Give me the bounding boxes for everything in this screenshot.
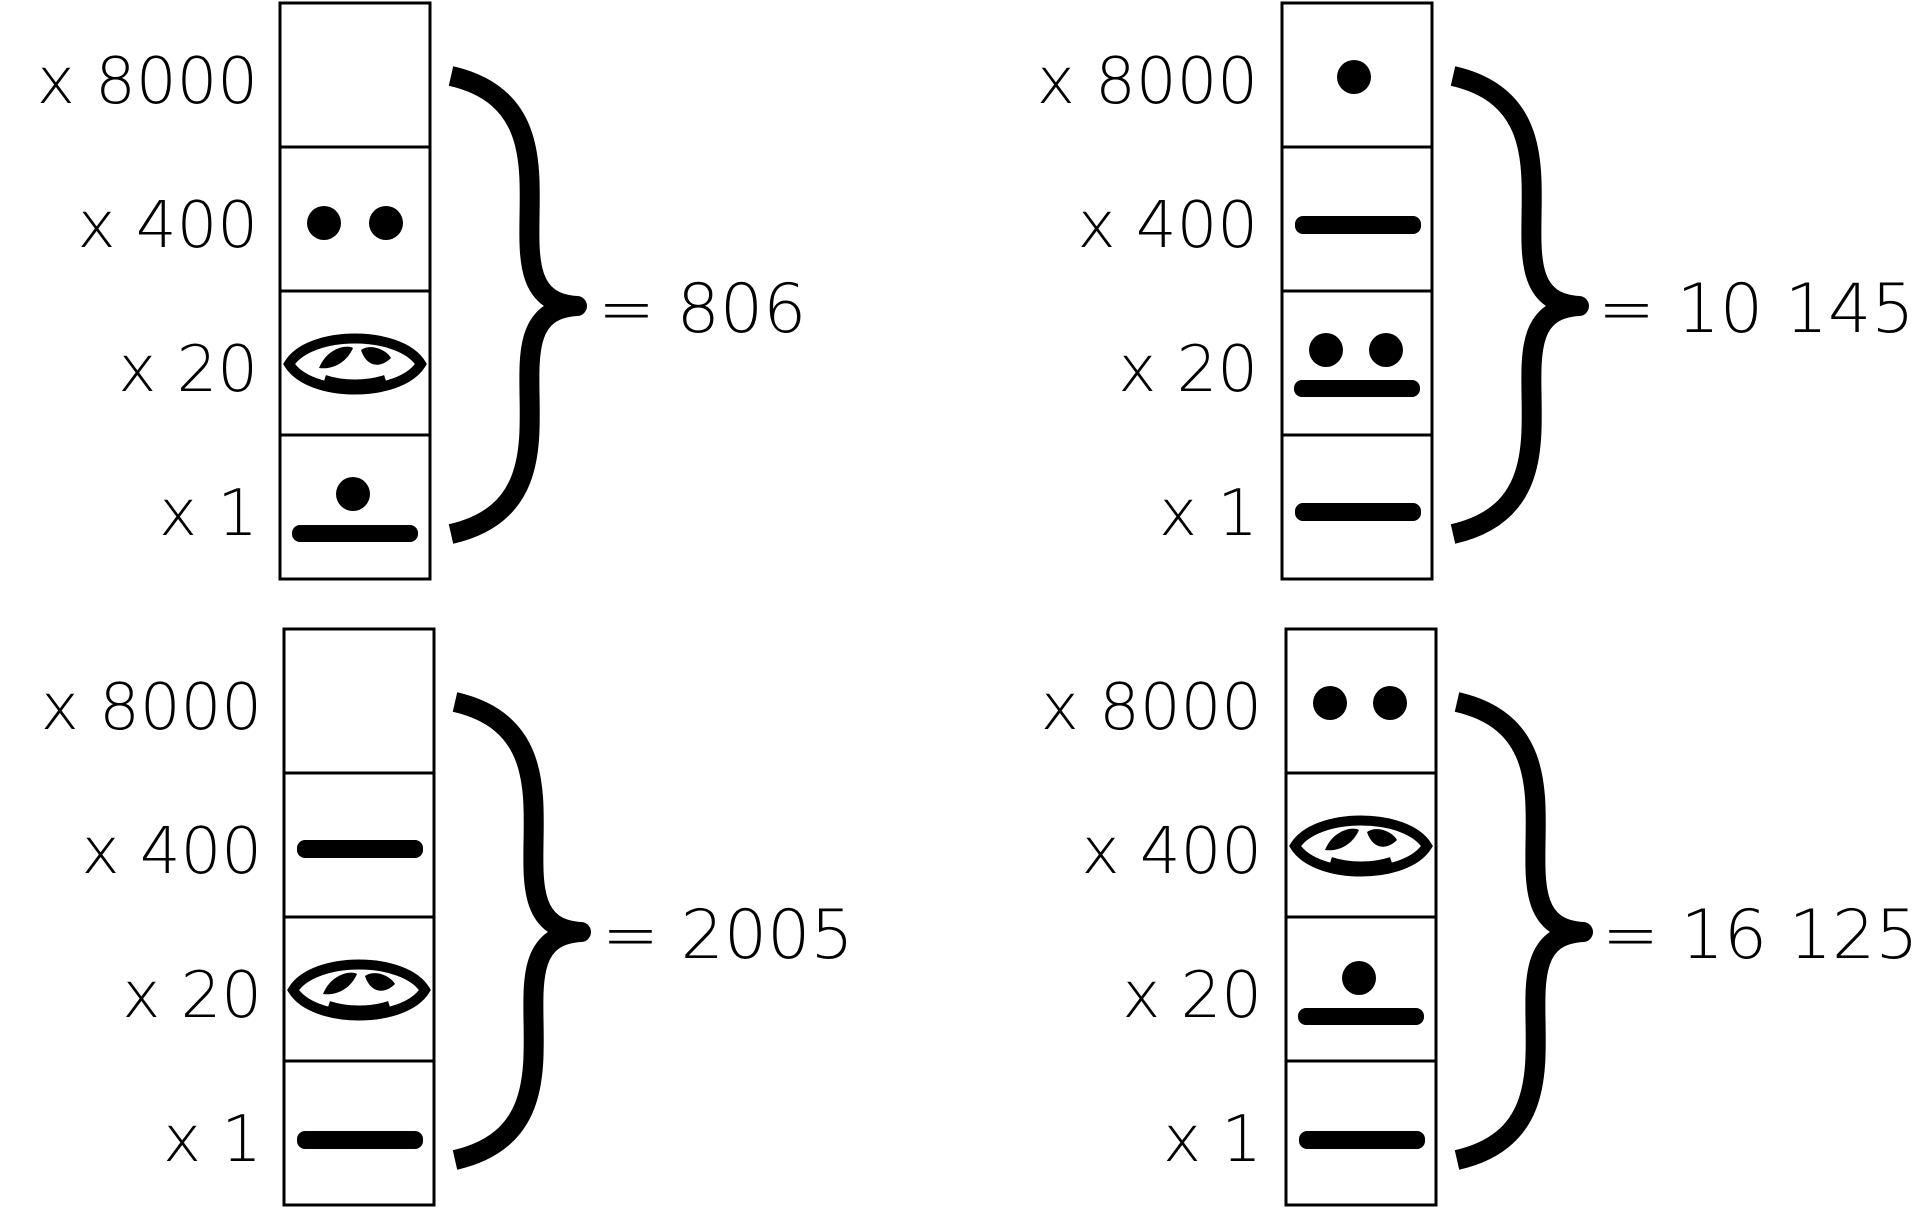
dot-icon <box>307 206 341 240</box>
brace <box>448 66 587 544</box>
dot-icon <box>1337 60 1371 94</box>
brace <box>452 692 591 1170</box>
multiplier-label: x 1 <box>1159 477 1258 551</box>
bar-icon <box>1298 1008 1424 1025</box>
bar-icon <box>1295 216 1421 234</box>
multiplier-label: x 20 <box>122 959 262 1033</box>
multiplier-label: x 20 <box>1122 959 1262 1033</box>
shell-icon <box>1289 815 1433 877</box>
multiplier-label: x 8000 <box>41 671 262 745</box>
shell-icon <box>283 333 427 395</box>
brace <box>1454 692 1593 1170</box>
multiplier-label: x 400 <box>82 815 262 889</box>
total-value: = 10 145 <box>1598 270 1915 349</box>
multiplier-label: x 20 <box>118 333 258 407</box>
dot-icon <box>1369 333 1403 367</box>
bar-icon <box>1295 503 1421 521</box>
total-value: = 16 125 <box>1602 896 1919 975</box>
bar-icon <box>297 1131 423 1149</box>
dot-icon <box>336 477 370 511</box>
dot-icon <box>1309 333 1343 367</box>
multiplier-label: x 400 <box>1082 815 1262 889</box>
brace <box>1450 66 1589 544</box>
multiplier-label: x 1 <box>163 1103 262 1177</box>
bar-icon <box>1299 1131 1425 1149</box>
multiplier-label: x 8000 <box>1041 671 1262 745</box>
multiplier-label: x 20 <box>1118 333 1258 407</box>
dot-icon <box>1313 686 1347 720</box>
multiplier-label: x 8000 <box>1037 45 1258 119</box>
panel-10145: x 8000 x 400 x 20 x 1 = 10 145 <box>1037 1 1915 581</box>
bar-icon <box>1294 380 1420 397</box>
shell-icon <box>287 959 431 1021</box>
bar-icon <box>297 840 423 858</box>
panel-16125: x 8000 x 400 x 20 x 1 = 16 125 <box>1041 627 1919 1207</box>
cell-8000 <box>282 627 436 775</box>
cell-8000 <box>1284 627 1438 775</box>
total-value: = 2005 <box>602 896 854 975</box>
dot-icon <box>369 206 403 240</box>
multiplier-label: x 8000 <box>37 45 258 119</box>
cell-400 <box>278 145 432 293</box>
multiplier-label: x 1 <box>1163 1103 1262 1177</box>
multiplier-label: x 1 <box>159 477 258 551</box>
panel-2005: x 8000 x 400 x 20 x 1 = 2005 <box>41 627 854 1207</box>
dot-icon <box>1342 961 1376 995</box>
multiplier-label: x 400 <box>78 189 258 263</box>
cell-8000 <box>278 1 432 149</box>
panel-806: x 8000 x 400 x 20 x 1 = 806 <box>37 1 806 581</box>
dot-icon <box>1373 686 1407 720</box>
multiplier-label: x 400 <box>1078 189 1258 263</box>
bar-icon <box>292 525 418 542</box>
total-value: = 806 <box>598 270 806 349</box>
cell-20 <box>1280 289 1434 437</box>
